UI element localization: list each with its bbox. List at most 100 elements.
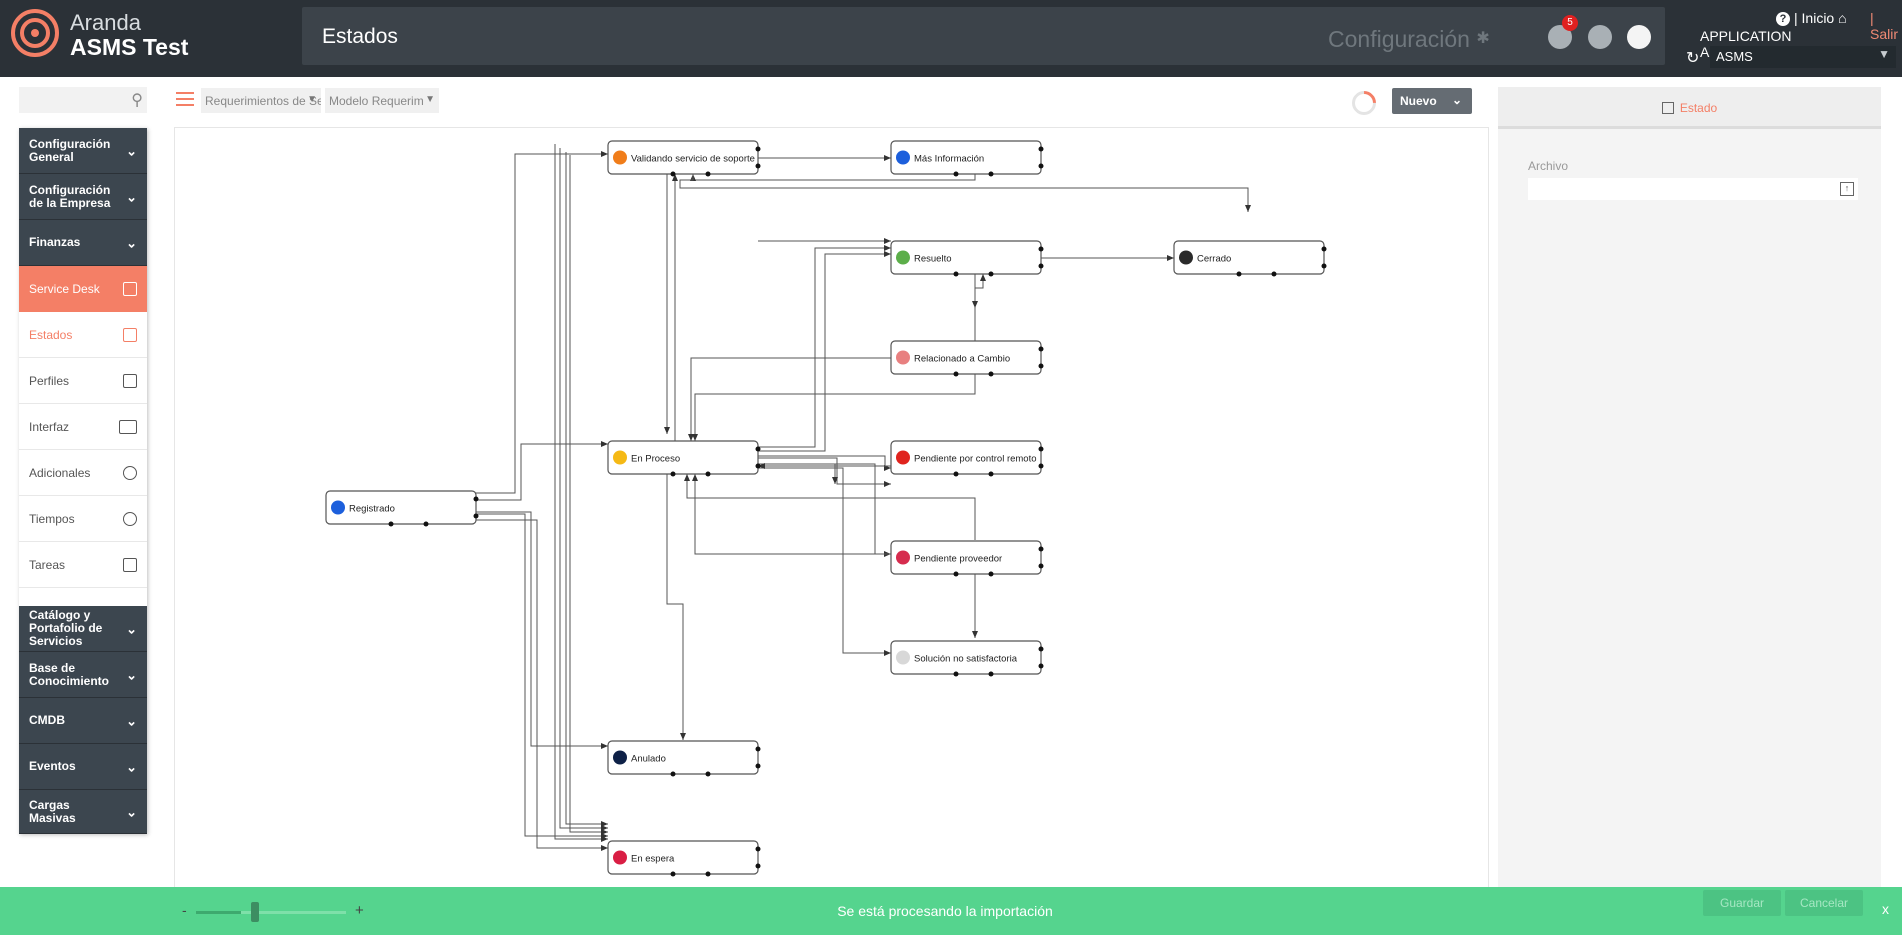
transition-line[interactable] <box>758 463 838 484</box>
connection-handle[interactable] <box>1321 263 1327 269</box>
connection-handle[interactable] <box>670 871 676 877</box>
connection-handle[interactable] <box>670 771 676 777</box>
transition-line[interactable] <box>565 152 608 827</box>
upload-icon[interactable]: ↑ <box>1840 182 1854 196</box>
transition-line[interactable] <box>475 151 608 494</box>
state-node-box[interactable] <box>890 640 1042 675</box>
connection-handle[interactable] <box>988 471 994 477</box>
state-node-box[interactable] <box>890 140 1042 175</box>
connection-handle[interactable] <box>755 446 761 452</box>
transition-line[interactable] <box>758 467 891 656</box>
connection-handle[interactable] <box>705 771 711 777</box>
sidebar-group-configuracion-general[interactable]: Configuración General ⌄ <box>19 128 147 174</box>
new-button[interactable]: Nuevo ⌄ <box>1392 88 1472 114</box>
transition-line[interactable] <box>554 144 608 842</box>
connection-handle[interactable] <box>755 163 761 169</box>
state-node-box[interactable] <box>890 540 1042 575</box>
connection-handle[interactable] <box>1038 246 1044 252</box>
transition-line[interactable] <box>974 274 986 374</box>
sidebar-group-cmdb[interactable]: CMDB ⌄ <box>19 698 147 744</box>
transition-line[interactable] <box>758 251 891 452</box>
connection-handle[interactable] <box>473 513 479 519</box>
connection-handle[interactable] <box>705 171 711 177</box>
connection-handle[interactable] <box>670 171 676 177</box>
configuration-link[interactable]: Configuración ✱ <box>1328 26 1490 53</box>
hamburger-menu-icon[interactable] <box>176 92 194 106</box>
sidebar-group-finanzas[interactable]: Finanzas ⌄ <box>19 220 147 266</box>
transition-line[interactable] <box>758 457 891 487</box>
state-node-box[interactable] <box>890 340 1042 375</box>
zoom-out-button[interactable]: - <box>182 902 187 918</box>
state-node-registrado[interactable]: Registrado <box>325 490 479 527</box>
connection-handle[interactable] <box>1038 463 1044 469</box>
connection-handle[interactable] <box>755 746 761 752</box>
transition-line[interactable] <box>688 357 891 441</box>
state-node-box[interactable] <box>890 440 1042 475</box>
connection-handle[interactable] <box>1038 663 1044 669</box>
connection-handle[interactable] <box>755 846 761 852</box>
state-node-box[interactable] <box>325 490 477 525</box>
refresh-icon[interactable]: ↻ <box>1686 50 1700 67</box>
state-node-box[interactable] <box>890 240 1042 275</box>
state-node-validando[interactable]: Validando servicio de soporte <box>607 140 761 177</box>
connection-handle[interactable] <box>423 521 429 527</box>
transition-line[interactable] <box>692 474 891 555</box>
connection-handle[interactable] <box>1038 346 1044 352</box>
guardar-button[interactable]: Guardar <box>1703 890 1781 916</box>
transition-line[interactable] <box>692 374 976 441</box>
connection-handle[interactable] <box>1038 146 1044 152</box>
connection-handle[interactable] <box>988 671 994 677</box>
connection-handle[interactable] <box>953 571 959 577</box>
bell-icon[interactable] <box>1588 25 1612 49</box>
cancelar-button[interactable]: Cancelar <box>1785 890 1863 916</box>
state-node-solucion-no[interactable]: Solución no satisfactoria <box>890 640 1044 677</box>
transition-line[interactable] <box>569 155 608 835</box>
sidebar-search-input[interactable]: ⚲ <box>19 87 147 113</box>
sidebar-group-cargas-masivas[interactable]: Cargas Masivas ⌄ <box>19 790 147 834</box>
sidebar-item-interfaz[interactable]: Interfaz <box>19 404 147 450</box>
state-node-pend-remoto[interactable]: Pendiente por control remoto <box>890 440 1044 477</box>
avatar[interactable] <box>1627 25 1651 49</box>
connection-handle[interactable] <box>473 496 479 502</box>
transition-line[interactable] <box>758 463 891 557</box>
sidebar-group-configuracion-empresa[interactable]: Configuración de la Empresa ⌄ <box>19 174 147 220</box>
help-icon[interactable]: ? <box>1776 12 1790 26</box>
sidebar-group-service-desk[interactable]: Service Desk <box>19 266 147 312</box>
state-node-resuelto[interactable]: Resuelto <box>890 240 1044 277</box>
connection-handle[interactable] <box>388 521 394 527</box>
state-node-pend-proveedor[interactable]: Pendiente proveedor <box>890 540 1044 577</box>
transition-line[interactable] <box>679 174 1251 212</box>
connection-handle[interactable] <box>1038 646 1044 652</box>
connection-handle[interactable] <box>953 671 959 677</box>
close-icon[interactable]: x <box>1882 901 1889 917</box>
sidebar-item-adicionales[interactable]: Adicionales <box>19 450 147 496</box>
connection-handle[interactable] <box>755 863 761 869</box>
connection-handle[interactable] <box>755 763 761 769</box>
transition-line[interactable] <box>758 455 891 471</box>
connection-handle[interactable] <box>988 171 994 177</box>
process-filter-dropdown[interactable]: Requerimientos de Se ▼ <box>201 88 321 113</box>
sidebar-item-tareas[interactable]: Tareas <box>19 542 147 588</box>
connection-handle[interactable] <box>953 171 959 177</box>
connection-handle[interactable] <box>953 271 959 277</box>
sidebar-item-tiempos[interactable]: Tiempos <box>19 496 147 542</box>
zoom-slider-track[interactable] <box>196 911 346 914</box>
transition-line[interactable] <box>475 511 608 749</box>
archivo-file-input[interactable]: ↑ <box>1528 178 1858 200</box>
connection-handle[interactable] <box>953 471 959 477</box>
connection-handle[interactable] <box>1038 163 1044 169</box>
transition-line[interactable] <box>475 441 608 501</box>
state-node-anulado[interactable]: Anulado <box>607 740 761 777</box>
state-node-en-espera[interactable]: En espera <box>607 840 761 877</box>
salir-link[interactable]: | Salir <box>1870 10 1899 42</box>
state-node-en-proceso[interactable]: En Proceso <box>607 440 761 477</box>
state-node-relacionado[interactable]: Relacionado a Cambio <box>890 340 1044 377</box>
connection-handle[interactable] <box>755 463 761 469</box>
connection-handle[interactable] <box>670 471 676 477</box>
transition-line[interactable] <box>684 474 976 540</box>
connection-handle[interactable] <box>1038 363 1044 369</box>
connection-handle[interactable] <box>988 371 994 377</box>
transition-line[interactable] <box>559 148 608 831</box>
transition-line[interactable] <box>475 519 608 851</box>
